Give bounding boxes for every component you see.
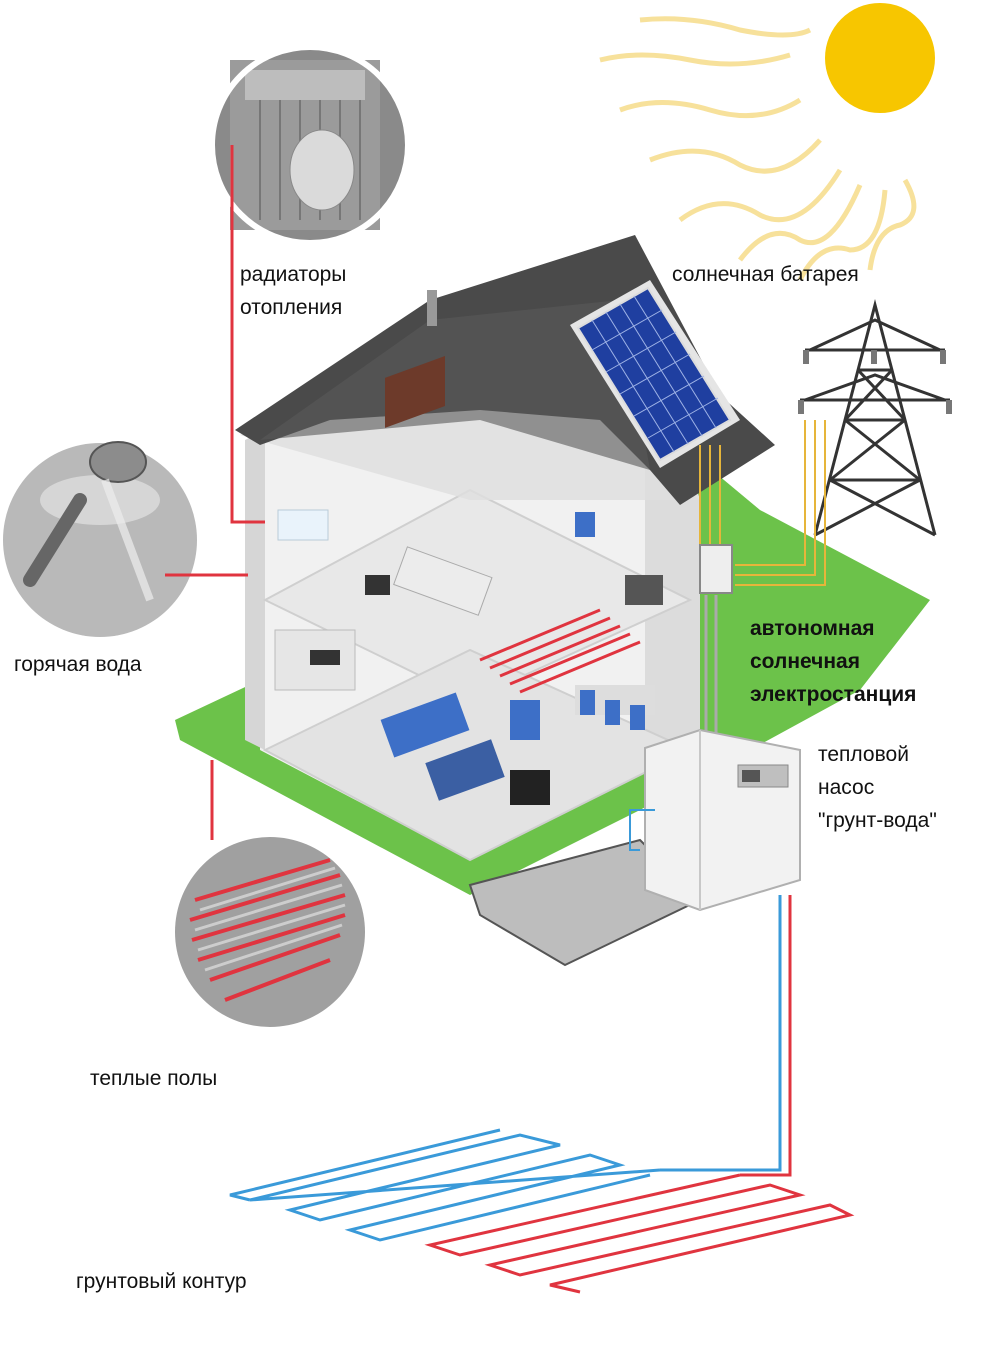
basement xyxy=(468,838,702,967)
power-tower-icon xyxy=(798,299,952,537)
shower-icon xyxy=(3,441,197,637)
label-solar-panel: солнечная батарея xyxy=(672,263,859,286)
label-ground-loop: грунтовый контур xyxy=(76,1270,247,1293)
house-cutaway-icon xyxy=(235,235,775,862)
solar-controller xyxy=(699,544,733,594)
label-warm-floors: теплые полы xyxy=(90,1067,218,1090)
label-autonomous-station: автономная солнечная электростанция xyxy=(750,617,917,706)
heat-pump-icon xyxy=(644,728,801,912)
sun-icon xyxy=(599,3,935,282)
radiator-icon xyxy=(209,44,411,246)
label-hot-water: горячая вода xyxy=(14,653,142,676)
label-radiators: радиаторы отопления xyxy=(240,263,347,319)
label-heat-pump: тепловой насос "грунт-вода" xyxy=(818,743,937,832)
underfloor-heating-icon xyxy=(175,837,365,1027)
power-line xyxy=(699,420,826,586)
radiator-pipe xyxy=(230,145,265,524)
ground-loop xyxy=(229,895,855,1294)
solar-panel-icon xyxy=(570,280,740,468)
